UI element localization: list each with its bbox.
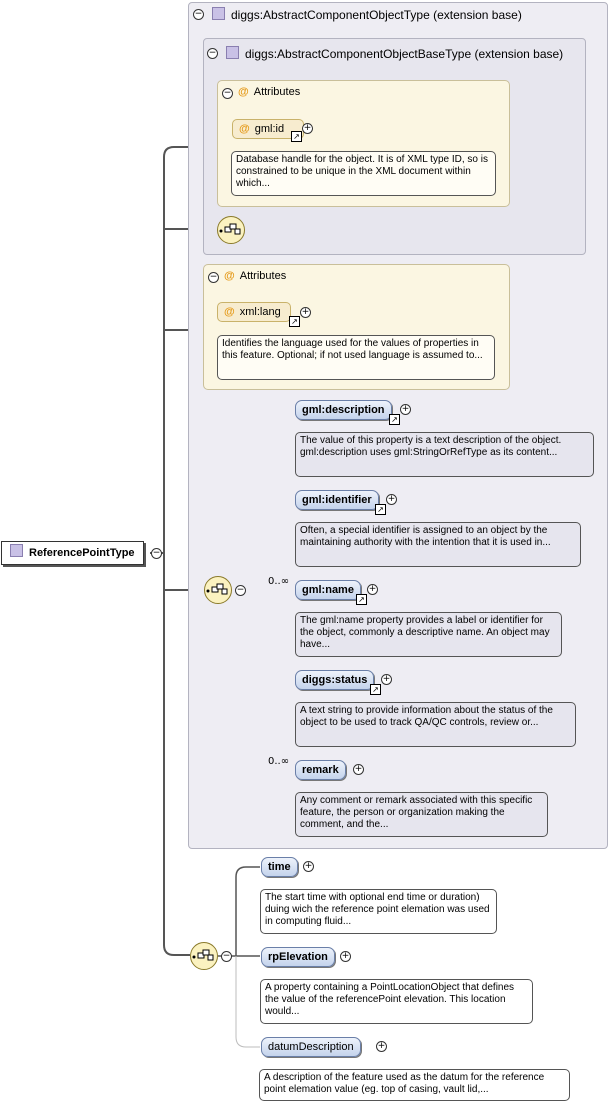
expand-icon[interactable]: + xyxy=(300,307,311,318)
element-documentation: A property containing a PointLocationObj… xyxy=(260,979,533,1024)
collapse-icon[interactable]: − xyxy=(193,9,204,20)
collapse-icon[interactable]: − xyxy=(221,951,232,962)
attribute-icon: @ xyxy=(238,86,249,98)
reference-link-icon: ↗ xyxy=(375,504,386,515)
element-documentation: The gml:name property provides a label o… xyxy=(295,612,562,657)
reference-link-icon: ↗ xyxy=(389,414,400,425)
extension-base-title-inner: diggs:AbstractComponentObjectBaseType (e… xyxy=(226,46,563,61)
attribute-icon: @ xyxy=(224,270,235,282)
attribute-documentation: Identifies the language used for the val… xyxy=(217,335,495,380)
expand-icon[interactable]: + xyxy=(302,123,313,134)
element-gml-name[interactable]: gml:name xyxy=(295,580,361,600)
element-gml-description[interactable]: gml:description xyxy=(295,400,392,420)
element-datumDescription[interactable]: datumDescription xyxy=(261,1037,361,1057)
element-diggs-status[interactable]: diggs:status xyxy=(295,670,375,690)
expand-icon[interactable]: + xyxy=(376,1041,387,1052)
collapse-icon[interactable]: − xyxy=(235,585,246,596)
collapse-icon[interactable]: − xyxy=(222,88,233,99)
reference-link-icon: ↗ xyxy=(291,131,302,142)
expand-icon[interactable]: + xyxy=(400,404,411,415)
element-documentation: A text string to provide information abo… xyxy=(295,702,576,747)
reference-link-icon: ↗ xyxy=(370,684,381,695)
sequence-glyph xyxy=(206,583,228,595)
cardinality-label: 0..∞ xyxy=(268,756,290,767)
element-documentation: A description of the feature used as the… xyxy=(259,1069,570,1101)
collapse-icon[interactable]: − xyxy=(208,272,219,283)
expand-icon[interactable]: + xyxy=(386,494,397,505)
attribute-gml-id[interactable]: @gml:id xyxy=(232,119,304,139)
attribute-documentation: Database handle for the object. It is of… xyxy=(231,151,496,196)
attribute-xml-lang[interactable]: @xml:lang xyxy=(217,302,291,322)
element-gml-identifier[interactable]: gml:identifier xyxy=(295,490,379,510)
sequence-icon[interactable] xyxy=(204,576,232,604)
collapse-icon[interactable]: − xyxy=(151,548,162,559)
expand-icon[interactable]: + xyxy=(303,861,314,872)
element-documentation: The start time with optional end time or… xyxy=(260,889,497,934)
element-documentation: Often, a special identifier is assigned … xyxy=(295,522,581,567)
expand-icon[interactable]: + xyxy=(353,764,364,775)
complex-type-icon xyxy=(212,7,225,20)
sequence-icon[interactable] xyxy=(190,942,218,970)
complex-type-icon xyxy=(10,544,23,557)
attribute-icon: @ xyxy=(224,306,235,318)
collapse-icon[interactable]: − xyxy=(207,48,218,59)
reference-link-icon: ↗ xyxy=(356,594,367,605)
element-documentation: The value of this property is a text des… xyxy=(295,432,594,477)
attributes-title: @Attributes xyxy=(224,270,287,282)
reference-link-icon: ↗ xyxy=(289,316,300,327)
sequence-icon[interactable] xyxy=(217,216,245,244)
sequence-glyph xyxy=(219,223,241,235)
attributes-title: @Attributes xyxy=(238,86,301,98)
attribute-icon: @ xyxy=(239,123,250,135)
sequence-glyph xyxy=(192,949,214,961)
expand-icon[interactable]: + xyxy=(381,674,392,685)
expand-icon[interactable]: + xyxy=(340,951,351,962)
element-remark[interactable]: remark xyxy=(295,760,346,780)
element-documentation: Any comment or remark associated with th… xyxy=(295,792,548,837)
root-type-box[interactable]: ReferencePointType xyxy=(1,541,144,565)
extension-base-title: diggs:AbstractComponentObjectType (exten… xyxy=(212,7,522,22)
cardinality-label: 0..∞ xyxy=(268,576,290,587)
expand-icon[interactable]: + xyxy=(367,584,378,595)
element-time[interactable]: time xyxy=(261,857,298,877)
complex-type-icon xyxy=(226,46,239,59)
element-rpElevation[interactable]: rpElevation xyxy=(261,947,335,967)
